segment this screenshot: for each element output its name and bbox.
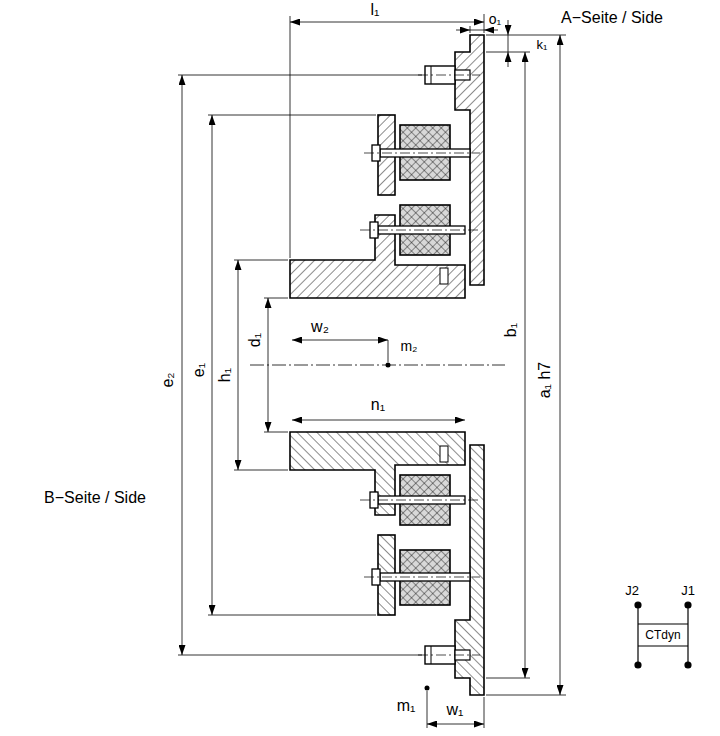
mass-label: m₂: [400, 339, 417, 353]
dimension-label: d₁: [247, 333, 263, 347]
dimension-line: [470, 30, 484, 31]
stiffness-label: CTdyn: [645, 629, 680, 641]
dimension-line: [508, 20, 509, 35]
mass-point: [386, 363, 391, 368]
dimension-line: [292, 340, 388, 341]
dimension-line: [560, 35, 561, 695]
side-label: A−Seite / Side: [561, 10, 663, 26]
dimension-label: a₁ h7: [537, 362, 553, 399]
dimension-label: o₁: [489, 12, 502, 26]
torsion-model-symbol: [685, 662, 691, 668]
section-lower: [178, 432, 566, 695]
dimension-label: w₁: [447, 702, 464, 718]
dimension-line: [388, 340, 389, 362]
dimension-label: w₂: [311, 319, 329, 335]
dimension-label: e₂: [160, 372, 176, 387]
dimension-label: h₁: [217, 368, 233, 382]
torsion-model-symbol: [635, 602, 691, 668]
mass-label: m₁: [397, 698, 416, 714]
mass-point: [425, 686, 430, 691]
torsion-model-symbol: [638, 623, 688, 624]
dimension-label: b₁: [503, 323, 519, 337]
dimension-line: [508, 52, 509, 67]
dimension-line: [456, 30, 470, 31]
dimension-line: [292, 420, 465, 421]
dimension-label: k₁: [537, 38, 548, 51]
dimension-line: [470, 26, 471, 33]
dimension-label: e₁: [191, 363, 207, 377]
side-label: B−Seite / Side: [44, 490, 146, 506]
dimension-line: [182, 75, 183, 655]
inertia-label: J2: [625, 584, 639, 597]
section-upper: [178, 35, 566, 298]
dimension-line: [484, 697, 485, 728]
dimension-line: [484, 30, 498, 31]
torsion-model-symbol: [638, 645, 688, 646]
torsion-model-symbol: [635, 602, 641, 608]
dimension-line: [508, 35, 509, 52]
inertia-label: J1: [681, 584, 695, 597]
dimension-line: [238, 260, 239, 470]
dimension-line: [427, 724, 484, 725]
dimension-line: [290, 22, 484, 23]
dimension-line: [525, 52, 526, 678]
dimension-label: n₁: [371, 397, 385, 413]
dimension-label: l₁: [371, 2, 380, 18]
torsion-model-symbol: [637, 605, 638, 665]
dimension-line: [427, 691, 428, 728]
dimension-line: [290, 16, 291, 258]
dimension-line: [182, 14, 560, 728]
torsion-model-symbol: [635, 662, 641, 668]
torsion-model-symbol: [685, 602, 691, 608]
axis-line: [250, 365, 505, 366]
dimension-line: [212, 115, 213, 615]
torsion-model-symbol: [687, 605, 688, 665]
dimension-line: [268, 298, 269, 432]
